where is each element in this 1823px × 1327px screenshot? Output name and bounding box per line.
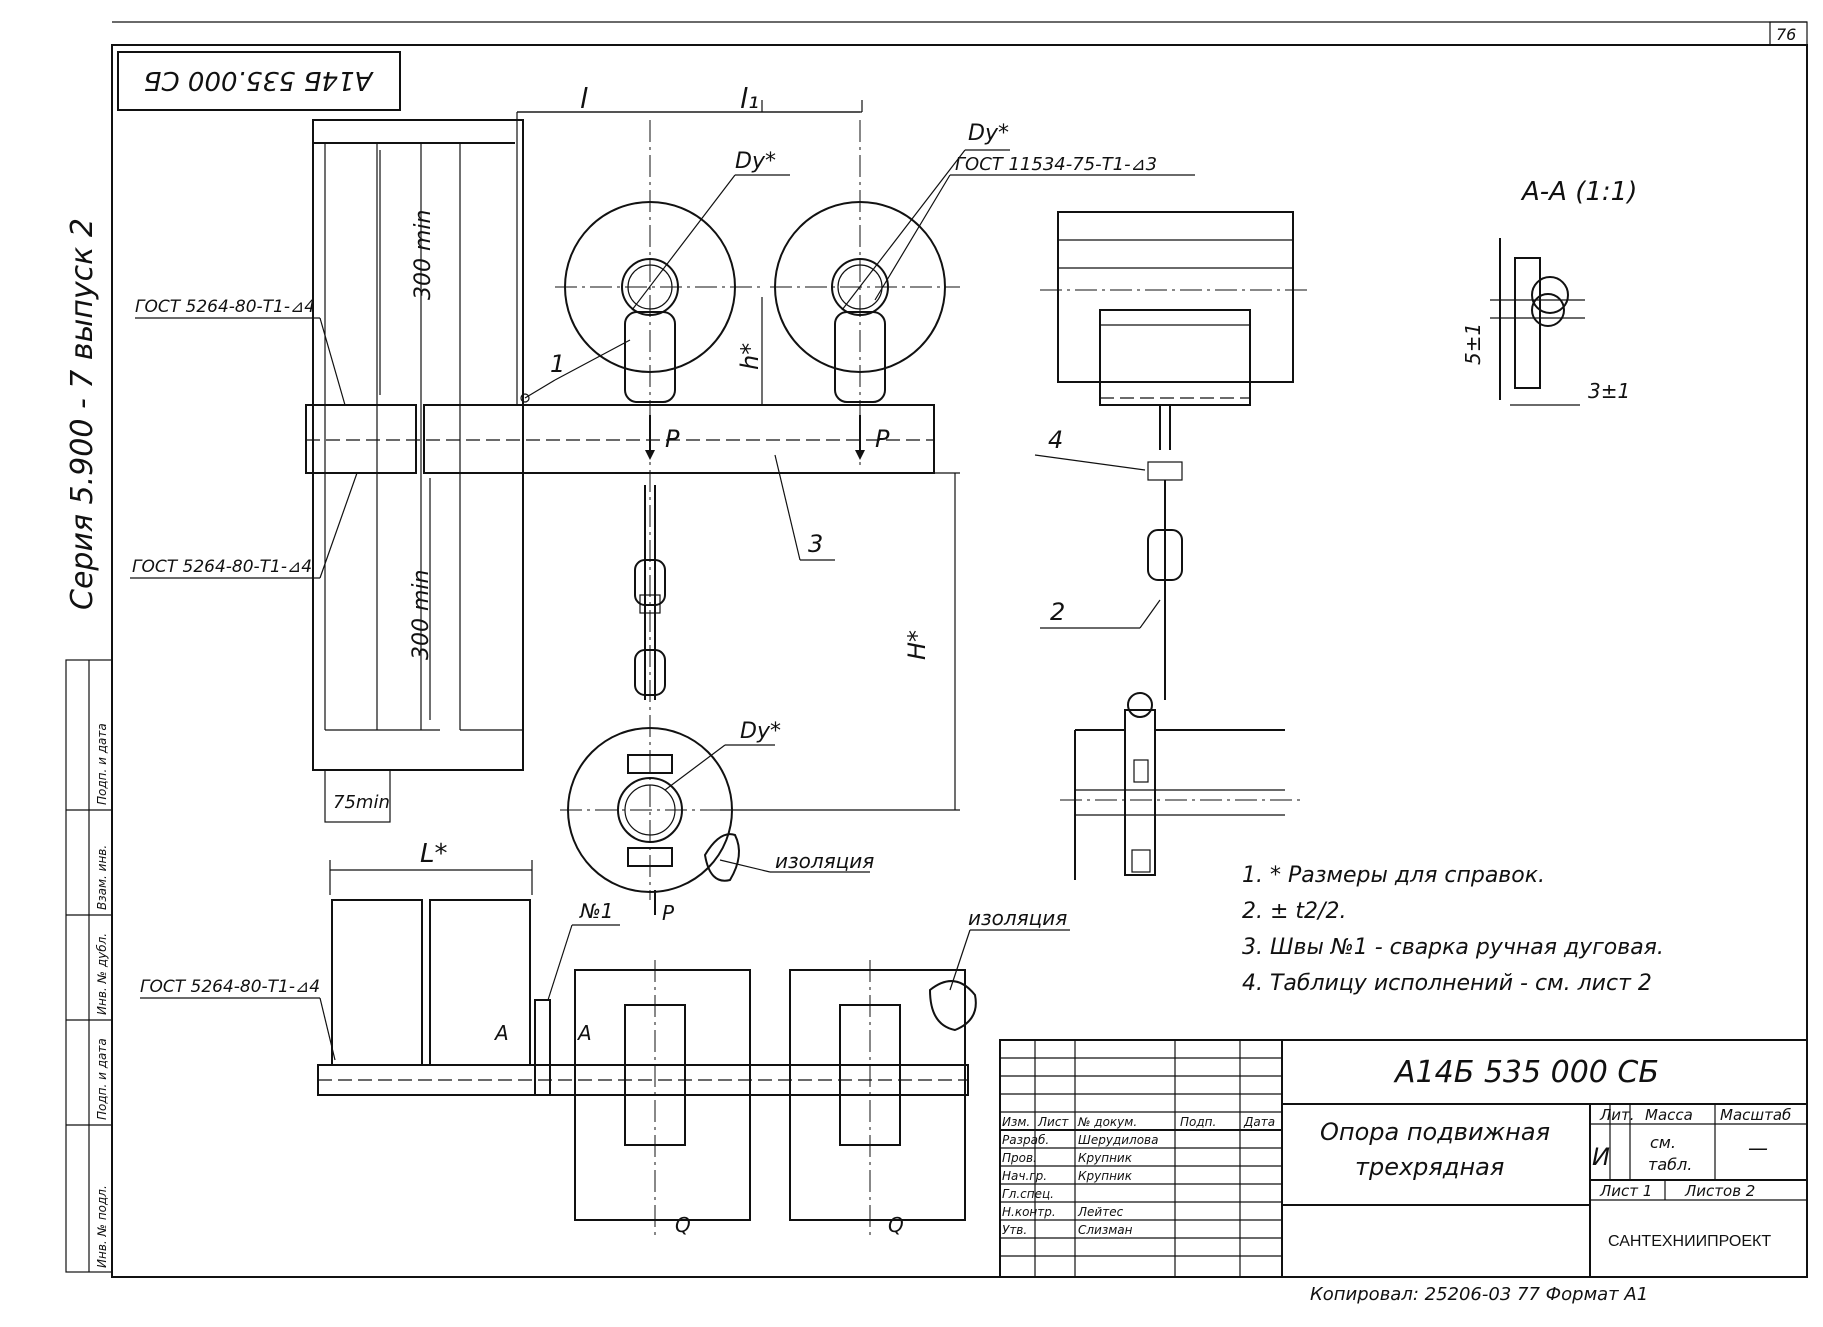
page-number-box bbox=[1769, 21, 1808, 46]
bottom-note: Копировал: 25206-03 77 Формат А1 bbox=[1310, 1284, 1648, 1305]
dim-H: H* bbox=[903, 630, 931, 660]
strip-label-5: Инв. № подл. bbox=[95, 1185, 109, 1268]
note-2: 2. ± t2/2. bbox=[1242, 899, 1346, 924]
callout-insulation-1: изоляция bbox=[775, 849, 874, 873]
callout-gost-2: ГОСТ 5264-80-Т1-⊿4 bbox=[132, 557, 312, 577]
dim-dy-2: Dу* bbox=[968, 121, 1009, 146]
strip-label-1: Подп. и дата bbox=[95, 723, 109, 805]
tb-role-4: Гл.спец. bbox=[1002, 1187, 1054, 1201]
strip-label-2: Взам. инв. bbox=[95, 845, 109, 910]
force-p-1: P bbox=[665, 425, 680, 453]
tb-head-list: Лист bbox=[1037, 1115, 1069, 1129]
tb-name-2: Крупник bbox=[1078, 1151, 1133, 1165]
tb-role-5: Н.контр. bbox=[1002, 1205, 1056, 1219]
callout-insulation-2: изоляция bbox=[968, 906, 1067, 930]
note-4: 4. Таблицу исполнений - см. лист 2 bbox=[1242, 971, 1652, 996]
dim-300min-top: 300 min bbox=[411, 210, 436, 300]
note-1: 1. * Размеры для справок. bbox=[1242, 863, 1545, 888]
tb-head-date: Дата bbox=[1243, 1115, 1275, 1129]
callout-gost-3: ГОСТ 11534-75-Т1-⊿3 bbox=[955, 154, 1157, 175]
code-box-text: А14Б 535.000 СБ bbox=[144, 65, 375, 95]
page-number: 76 bbox=[1776, 25, 1796, 44]
dim-300min-bottom: 300 min bbox=[409, 570, 434, 660]
tb-col-lit: Лит. bbox=[1599, 1106, 1635, 1124]
section-aa: А-А (1:1) 5±1 3±1 bbox=[1461, 177, 1637, 406]
title-block: Изм. Лист № докум. Подп. Дата Разраб. Ше… bbox=[999, 1039, 1808, 1278]
callout-gost-4: ГОСТ 5264-80-Т1-⊿4 bbox=[140, 977, 320, 997]
tb-sheets-label: Листов 2 bbox=[1684, 1182, 1755, 1200]
tb-role-3: Нач.гр. bbox=[1002, 1169, 1047, 1183]
left-strip: Подп. и дата Взам. инв. Инв. № дубл. Под… bbox=[65, 659, 113, 1273]
dim-dy-3: Dу* bbox=[740, 719, 781, 744]
tb-doc-code: А14Б 535 000 СБ bbox=[1393, 1055, 1659, 1090]
tb-col-mass: Масса bbox=[1645, 1106, 1693, 1124]
notes: 1. * Размеры для справок. 2. ± t2/2. 3. … bbox=[1242, 863, 1664, 996]
tb-mass-value-2: табл. bbox=[1648, 1155, 1692, 1174]
tb-col-scale: Масштаб bbox=[1720, 1106, 1791, 1124]
tb-head-sign: Подп. bbox=[1180, 1115, 1216, 1129]
tb-lit-value: И bbox=[1592, 1143, 1610, 1171]
tb-name-1: Шерудилова bbox=[1078, 1133, 1158, 1147]
tb-org: САНТЕХНИИПРОЕКТ bbox=[1608, 1233, 1771, 1250]
section-mark-a2: А bbox=[576, 1021, 592, 1045]
outer-frame bbox=[111, 44, 1808, 1278]
strip-label-4: Подп. и дата bbox=[95, 1038, 109, 1120]
dim-3pm1: 3±1 bbox=[1588, 379, 1630, 403]
side-view: 4 2 bbox=[1034, 211, 1310, 880]
callout-pos-4: 4 bbox=[1048, 426, 1063, 454]
callout-pos-3: 3 bbox=[808, 530, 823, 558]
force-p-2: P bbox=[875, 425, 890, 453]
side-series-title: Серия 5.900 - 7 выпуск 2 bbox=[65, 218, 100, 610]
tb-head-izm: Изм. bbox=[1002, 1115, 1030, 1129]
code-box bbox=[117, 51, 401, 111]
front-view: 300 min 300 min 75min l l₁ Dу* bbox=[130, 82, 1195, 925]
tb-role-6: Утв. bbox=[1002, 1223, 1027, 1237]
force-q-2: Q bbox=[888, 1213, 904, 1237]
dim-75min: 75min bbox=[333, 792, 390, 813]
dim-5pm1: 5±1 bbox=[1461, 323, 1485, 365]
callout-weld-no: №1 bbox=[579, 899, 614, 923]
dim-l: l bbox=[580, 82, 588, 115]
tb-sheet-label: Лист 1 bbox=[1599, 1182, 1652, 1200]
tb-name-5: Лейтес bbox=[1077, 1205, 1124, 1219]
callout-gost-1: ГОСТ 5264-80-Т1-⊿4 bbox=[135, 297, 315, 317]
tb-scale-value: — bbox=[1748, 1136, 1768, 1160]
dim-h: h* bbox=[736, 343, 764, 370]
callout-pos-2: 2 bbox=[1050, 598, 1065, 626]
dim-L: L* bbox=[420, 839, 448, 869]
tb-role-1: Разраб. bbox=[1002, 1133, 1049, 1147]
tb-role-2: Пров. bbox=[1002, 1151, 1037, 1165]
dim-dy-1: Dу* bbox=[735, 149, 776, 174]
tb-name-3: Крупник bbox=[1078, 1169, 1133, 1183]
plan-view: L* №1 А А Q Q изоляция ГОСТ 5264-80-Т1-⊿… bbox=[140, 839, 1070, 1240]
note-3: 3. Швы №1 - сварка ручная дуговая. bbox=[1242, 935, 1664, 960]
tb-name-line2: трехрядная bbox=[1355, 1153, 1504, 1181]
tb-head-doc: № докум. bbox=[1077, 1115, 1137, 1129]
callout-pos-1: 1 bbox=[550, 350, 565, 378]
dim-l1: l₁ bbox=[740, 82, 759, 115]
strip-label-3: Инв. № дубл. bbox=[95, 933, 109, 1015]
tb-name-6: Слизман bbox=[1078, 1223, 1133, 1237]
force-q-1: Q bbox=[675, 1213, 691, 1237]
force-p-3: P bbox=[662, 901, 675, 925]
section-title: А-А (1:1) bbox=[1520, 177, 1637, 207]
tb-mass-value-1: см. bbox=[1650, 1133, 1676, 1152]
tb-name-line1: Опора подвижная bbox=[1320, 1118, 1550, 1146]
section-mark-a1: А bbox=[493, 1021, 509, 1045]
